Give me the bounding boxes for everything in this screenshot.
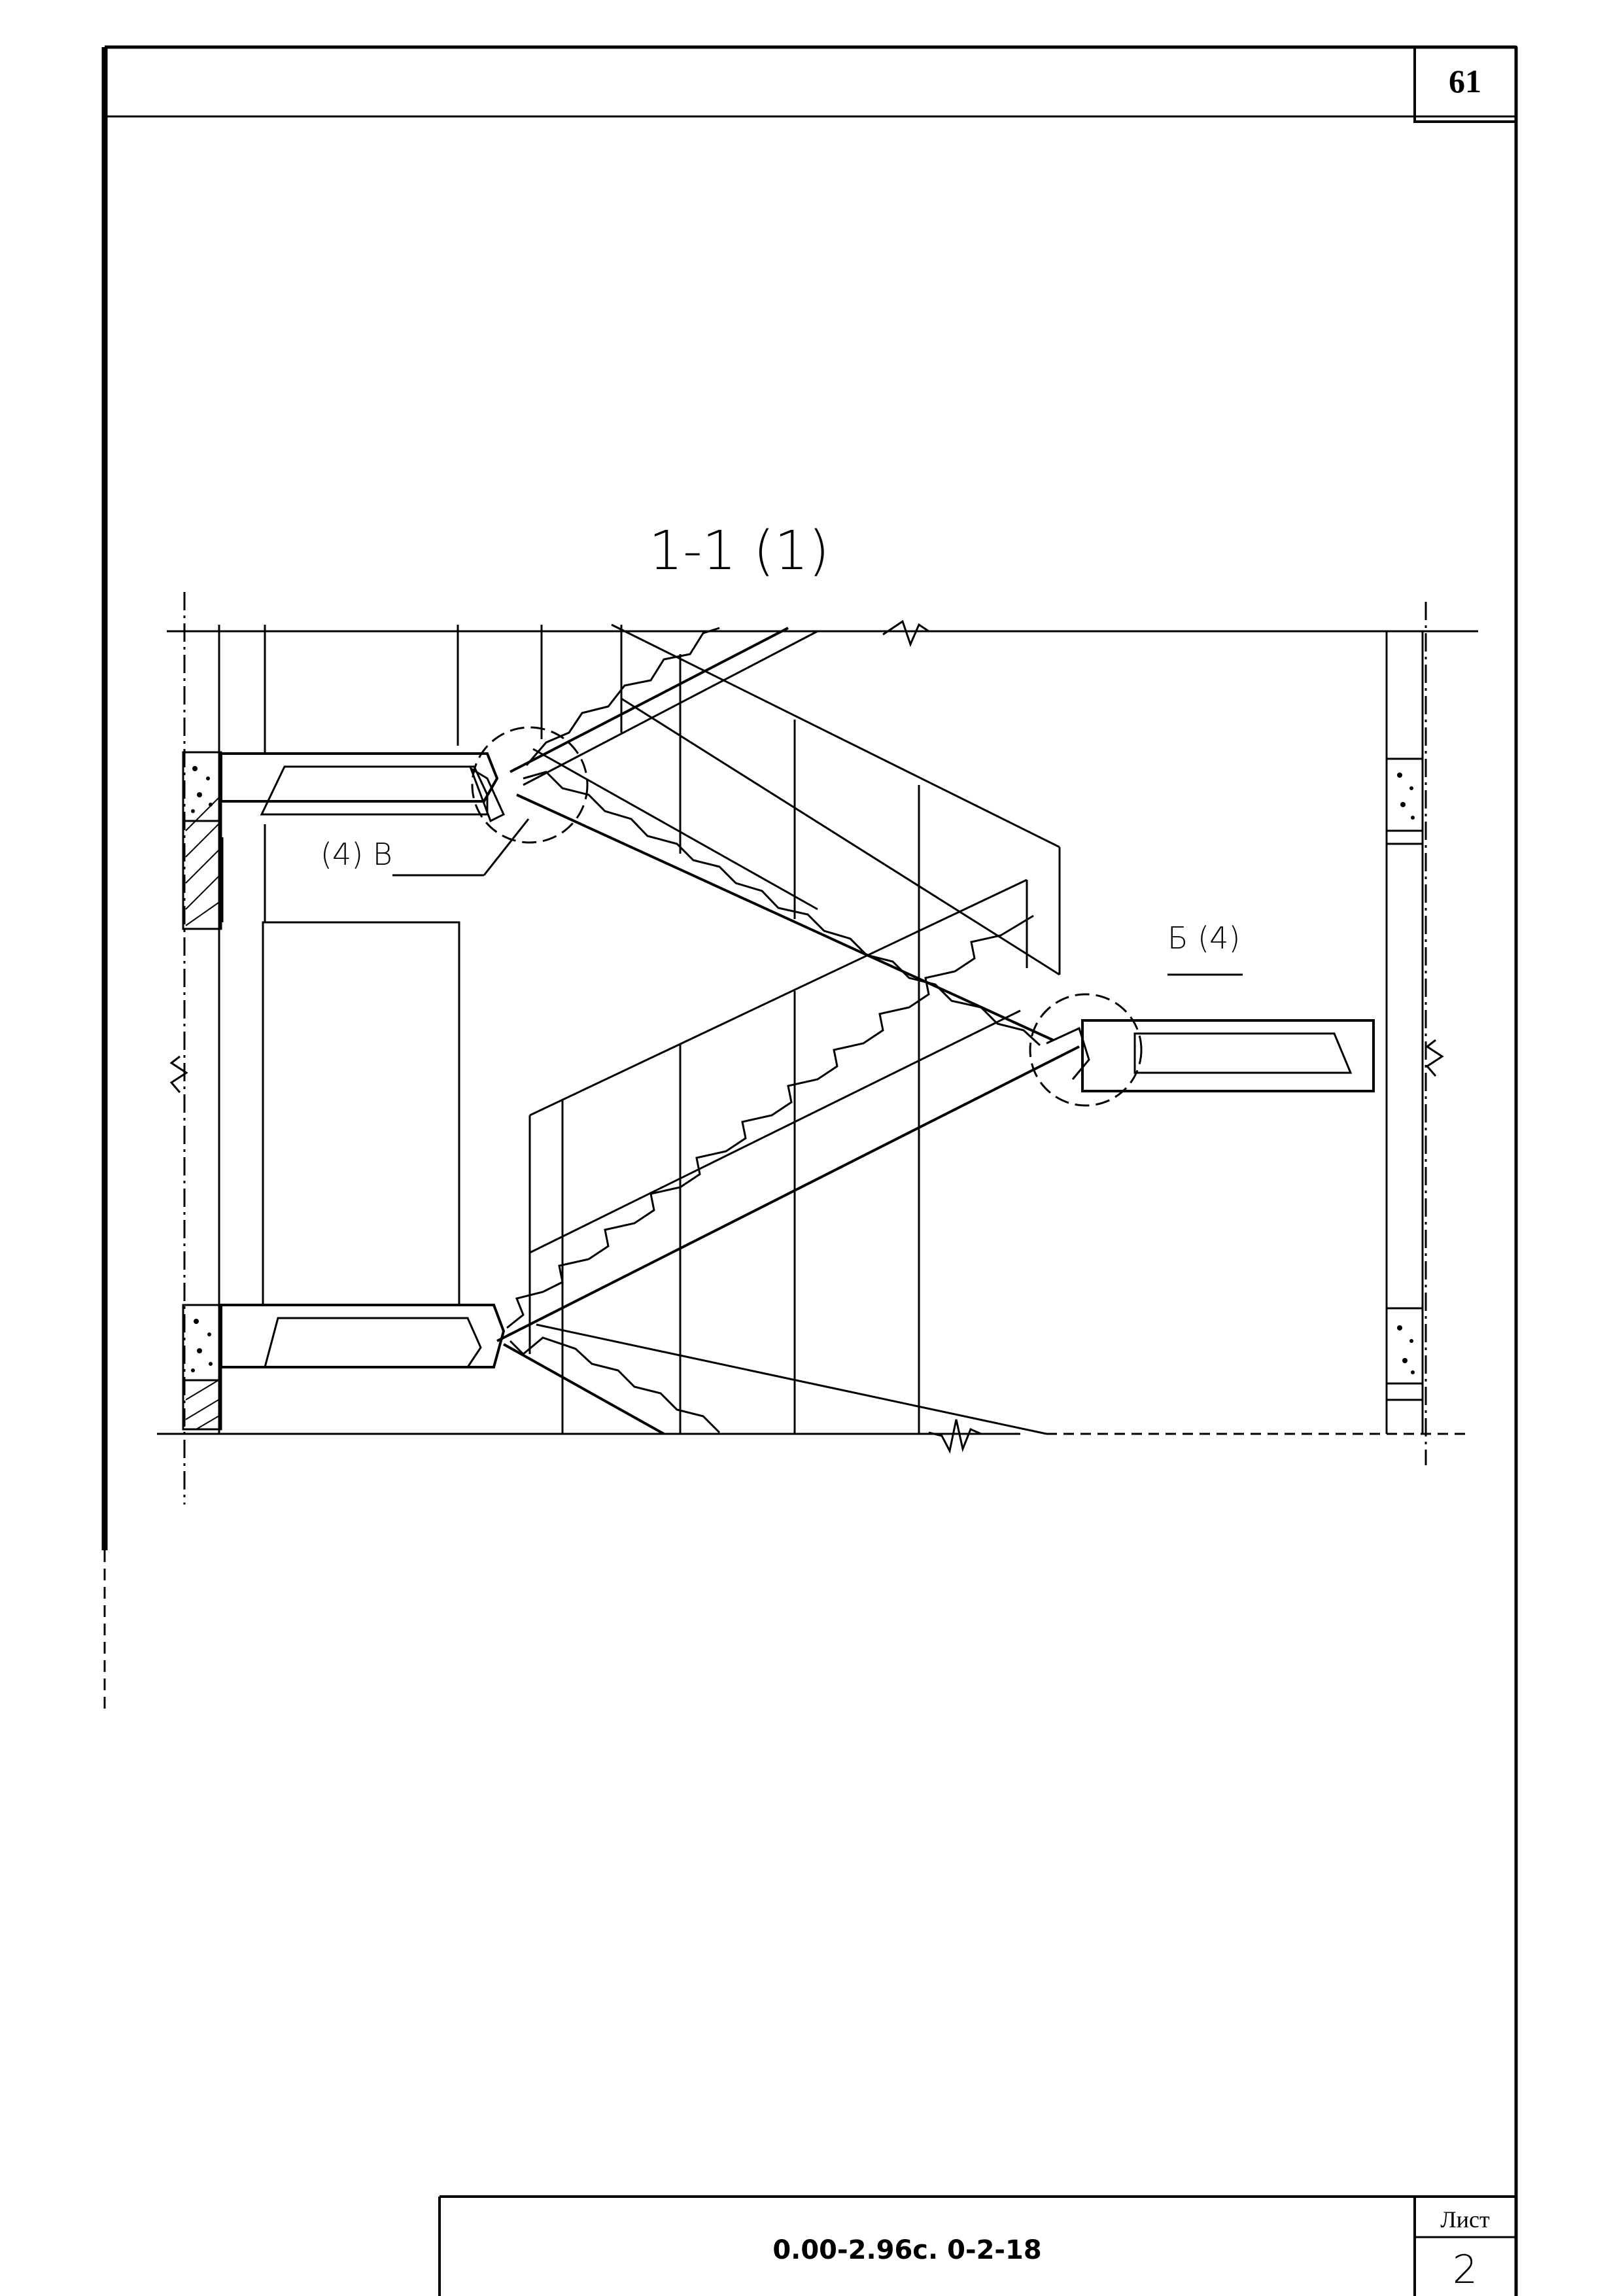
sheet-number: 2 <box>1453 2247 1477 2293</box>
mid-right-landing <box>1081 1019 1375 1092</box>
section-title: 1-1 (1) <box>649 520 829 582</box>
lower-left-landing <box>220 1304 506 1368</box>
sheet-label: Лист <box>1440 2206 1490 2233</box>
callout-label-right: Б (4) <box>1167 920 1240 956</box>
right-wall-insulation <box>1397 773 1415 1374</box>
document-code: 0.00-2.96с. 0-2-18 <box>772 2235 1041 2265</box>
door-opening <box>262 921 460 1306</box>
upper-left-landing <box>220 752 499 803</box>
lower-flight <box>496 878 1080 1435</box>
sheet-frame <box>101 45 1518 2296</box>
upper-flight <box>510 623 1061 1047</box>
page-number: 61 <box>1449 63 1481 99</box>
stair-section <box>157 592 1478 1505</box>
title-block <box>438 2195 1516 2296</box>
callout-label-upper-left: (4) В <box>320 837 392 872</box>
left-wall-insulation <box>191 766 213 1372</box>
callout-circle-upper <box>471 726 589 844</box>
callout-circle-right <box>1029 993 1143 1107</box>
